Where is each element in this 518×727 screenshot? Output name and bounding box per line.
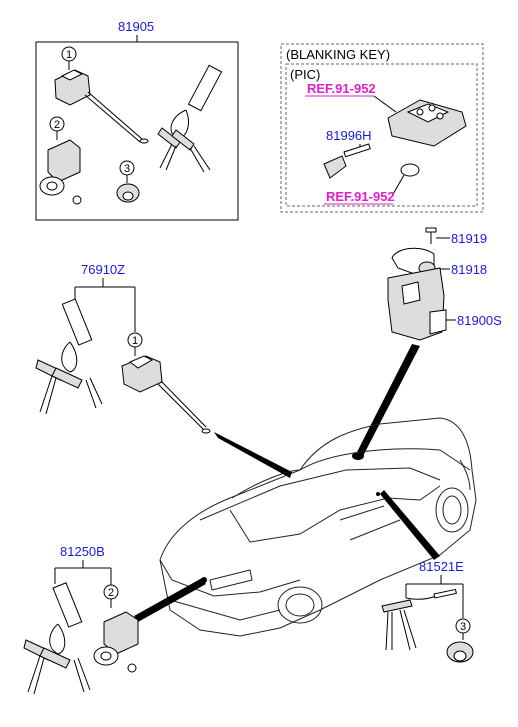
key-set-81521E[interactable] [381,588,457,651]
kit-81905-frame [35,41,239,221]
svg-text:2: 2 [54,119,60,131]
key-set-76910Z[interactable] [35,298,103,415]
part-number-81996H[interactable]: 81996H [326,128,372,143]
car-illustration [159,417,477,637]
pointer-door [214,432,292,478]
pointer-trunk [134,578,206,622]
svg-text:3: 3 [124,163,130,175]
cap-part[interactable] [116,183,140,203]
part-number-81919[interactable]: 81919 [451,231,487,246]
part-number-81905[interactable]: 81905 [118,19,154,34]
ignition-lock-body[interactable] [387,267,447,341]
ref-91-952-top[interactable]: REF.91-952 [307,81,376,96]
svg-text:1: 1 [132,335,138,347]
door-cylinder-part[interactable] [121,355,211,434]
svg-text:3: 3 [460,621,466,633]
pic-frame [285,63,478,207]
blank-key-insert[interactable] [323,143,371,179]
blanking-key-label: (BLANKING KEY) [286,47,390,62]
coin-battery[interactable] [400,163,420,177]
svg-text:1: 1 [66,49,72,61]
trunk-cylinder-81250B[interactable] [93,611,139,673]
part-number-76910Z[interactable]: 76910Z [81,262,125,277]
blanking-key-frame [280,43,484,213]
ref-91-952-bottom[interactable]: REF.91-952 [326,189,395,204]
screw-part[interactable] [425,227,437,244]
part-number-81918[interactable]: 81918 [451,262,487,277]
part-number-81250B[interactable]: 81250B [60,544,105,559]
part-number-81521E[interactable]: 81521E [419,559,464,574]
key-cylinder-part[interactable] [54,69,149,144]
trunk-cylinder-part[interactable] [39,139,82,205]
part-number-81900S[interactable]: 81900S [457,313,502,328]
svg-text:2: 2 [108,587,114,599]
key-set-part[interactable] [157,64,223,173]
pointer-door-handle [380,490,440,560]
cap-81521E[interactable] [446,641,474,663]
key-set-81250B[interactable] [23,582,91,695]
pointer-ignition [356,344,420,458]
smart-key-fob[interactable] [387,99,467,147]
pic-label: (PIC) [290,67,320,82]
